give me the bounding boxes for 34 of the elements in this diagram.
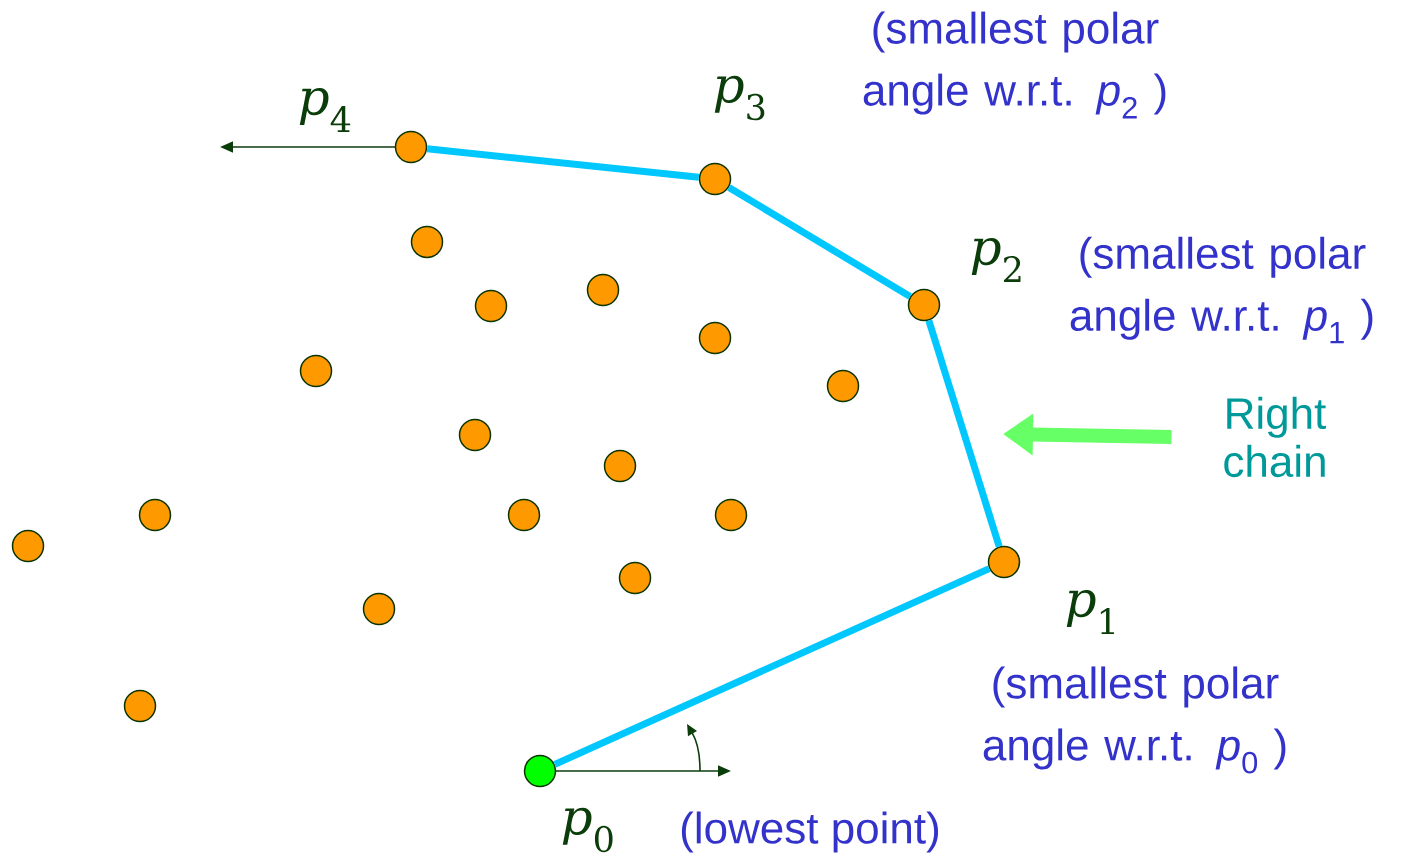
- hull-line: [553, 565, 991, 768]
- point: [907, 288, 941, 322]
- point: [458, 418, 492, 452]
- point: [987, 545, 1021, 579]
- point: [11, 529, 45, 563]
- point: [698, 321, 732, 355]
- point: [618, 561, 652, 595]
- point: [362, 592, 396, 626]
- point: [474, 289, 508, 323]
- point: [410, 225, 444, 259]
- hull-line: [727, 184, 912, 300]
- point: [826, 369, 860, 403]
- point: [523, 754, 557, 788]
- point: [138, 498, 172, 532]
- callout-text: Right chain: [1224, 396, 1326, 478]
- point: [123, 689, 157, 723]
- annotation: (lowest point): [681, 811, 938, 853]
- hull-line: [925, 319, 1003, 548]
- point: [299, 354, 333, 388]
- annotation: (smallest polar angle w.r.t. p$_{1}$ ): [1070, 236, 1373, 344]
- point: [714, 498, 748, 532]
- point-label: p$_{4}$: [299, 87, 351, 133]
- annotation: (smallest polar angle w.r.t. p$_{2}$ ): [863, 11, 1166, 119]
- point: [698, 162, 732, 196]
- point: [603, 449, 637, 483]
- point-label: p$_{2}$: [971, 237, 1021, 283]
- annotation: (smallest polar angle w.r.t. p$_{0}$ ): [983, 666, 1286, 774]
- point: [586, 273, 620, 307]
- point: [507, 498, 541, 532]
- point-label: p$_{1}$: [1066, 589, 1114, 635]
- point-label: p$_{0}$: [562, 807, 613, 853]
- point: [394, 130, 428, 164]
- point-label: p$_{3}$: [714, 75, 765, 121]
- hull-line: [426, 145, 700, 181]
